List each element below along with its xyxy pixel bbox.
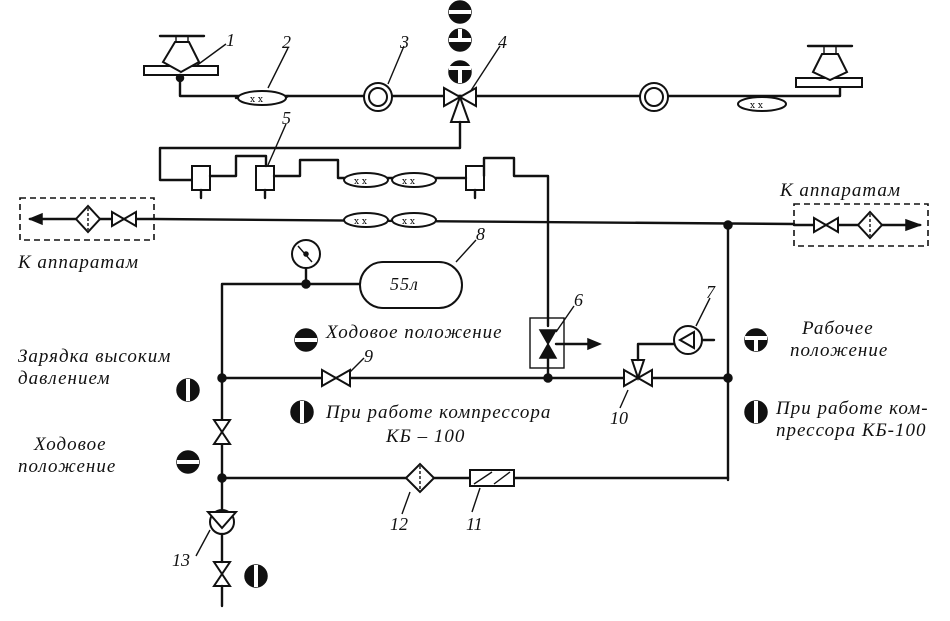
three-way-valve-icon — [443, 86, 477, 123]
label-running-left-1: Ходовое — [34, 434, 107, 455]
label-compressor-left-1: При работе компрессора — [326, 402, 552, 423]
label-high-pressure-2: давлением — [18, 368, 111, 389]
ring-fitting-icon — [363, 82, 393, 112]
label-compressor-right-1: При работе ком- — [776, 398, 929, 419]
component-number-13: 13 — [172, 550, 190, 570]
valve4-down-pipe — [158, 120, 462, 182]
brake-chamber-right-icon — [795, 44, 863, 88]
svg-text:x x: x x — [402, 177, 415, 187]
moisture-separator-11-icon — [469, 469, 515, 487]
valve-charging-icon — [212, 419, 232, 445]
component-number-9: 9 — [364, 346, 373, 366]
three-way-valve-10-icon — [623, 359, 653, 388]
svg-text:x x: x x — [250, 95, 263, 105]
label-compressor-right-2: прессора КБ-100 — [776, 420, 927, 441]
component-number-5: 5 — [282, 108, 291, 128]
handle-symbol-compressor-right — [744, 400, 768, 424]
check-valve-7-icon — [673, 325, 703, 355]
label-to-apparatus-left: К аппаратам — [18, 252, 139, 273]
valve-6-icon — [538, 329, 558, 359]
svg-text:x x: x x — [402, 217, 415, 227]
reservoir-55l — [359, 261, 463, 309]
component-number-4: 4 — [498, 32, 507, 52]
component-number-12: 12 — [390, 514, 408, 534]
brake-chamber-left-icon — [143, 34, 219, 83]
pipe-5a — [208, 154, 268, 178]
label-to-apparatus-right: К аппаратам — [780, 180, 901, 201]
svg-text:x x: x x — [750, 101, 763, 111]
label-running-left-2: положение — [18, 456, 117, 477]
handle-symbol-running-top — [294, 328, 318, 352]
uncoupling-cock-icon — [191, 165, 485, 200]
handle-symbol-compressor-left — [290, 400, 314, 424]
label-running-position-top: Ходовое положение — [326, 322, 503, 343]
handle-symbol-working — [744, 328, 768, 352]
valve-left-icon — [111, 210, 137, 228]
component-number-2: 2 — [282, 32, 291, 52]
component-number-1: 1 — [226, 30, 235, 50]
pipe-5c — [482, 156, 550, 328]
handle-position-symbols — [448, 0, 472, 84]
handle-symbol-high-pressure — [176, 378, 200, 402]
hose-pair-main-icon: x x x x — [343, 212, 437, 228]
svg-text:x x: x x — [354, 217, 367, 227]
component-number-7: 7 — [706, 282, 715, 302]
filter-left-icon — [74, 204, 102, 234]
label-compressor-left-2: КБ – 100 — [386, 426, 466, 447]
pressure-gauge-icon — [291, 239, 321, 269]
svg-text:x x: x x — [354, 177, 367, 187]
ring-fitting-right-icon — [639, 82, 669, 112]
component-number-8: 8 — [476, 224, 485, 244]
valve-9-icon — [321, 368, 351, 388]
hose-connector-right-icon: x x — [737, 96, 787, 112]
label-working-position-2: положение — [790, 340, 889, 361]
filter-12-icon — [404, 462, 436, 494]
handle-symbol-running-left — [176, 450, 200, 474]
label-working-position-1: Рабочее — [802, 318, 874, 339]
check-valve-13-icon — [205, 509, 239, 535]
valve10-up-pipe — [636, 342, 678, 362]
component-number-3: 3 — [400, 32, 409, 52]
valve-right-icon — [813, 216, 839, 234]
filter-right-icon — [856, 210, 884, 240]
component-number-10: 10 — [610, 408, 628, 428]
valve-bottom-icon — [212, 561, 232, 587]
label-high-pressure-1: Зарядка высоким — [18, 346, 172, 367]
main-line — [152, 217, 796, 226]
component-number-11: 11 — [466, 514, 483, 534]
hose-connector-icon: x x — [234, 90, 290, 106]
component-number-6: 6 — [574, 290, 583, 310]
label-tank-volume: 55л — [390, 274, 419, 294]
handle-symbol-bottom — [244, 564, 268, 588]
hose-pair-upper-icon: x x x x — [343, 172, 437, 188]
left-vertical-pipe — [220, 282, 362, 512]
